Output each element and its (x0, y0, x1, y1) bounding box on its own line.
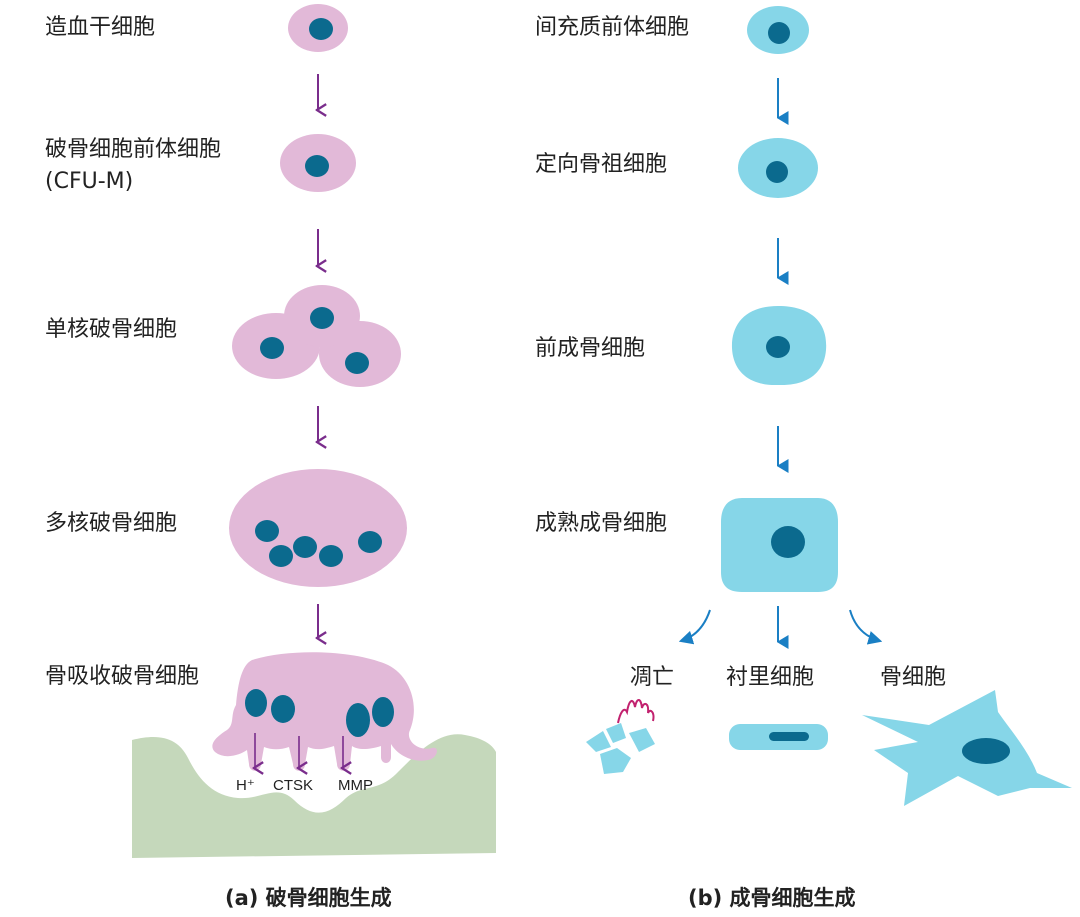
caption-right: (b) 成骨细胞生成 (688, 886, 856, 910)
resorbing-nucleus (372, 697, 394, 727)
lining-cell (729, 724, 828, 750)
resorbing-nucleus (271, 695, 295, 723)
fate-label-lining-cell: 衬里细胞 (726, 665, 814, 690)
arrow-to-osteocyte (849, 609, 883, 645)
secretion-label-ctsk: CTSK (273, 777, 313, 794)
stage-label-cfu-m: (CFU-M) (45, 169, 133, 194)
stage-label-hematopoietic-stem-cell: 造血干细胞 (45, 15, 155, 40)
stage-label-mononuclear-osteoclast: 单核破骨细胞 (45, 317, 177, 342)
stage-label-mature-osteoblast: 成熟成骨细胞 (535, 511, 667, 536)
stage-label-preosteoblast: 前成骨细胞 (535, 336, 645, 361)
secretion-label-mmp: MMP (338, 777, 373, 794)
resorbing-nucleus (245, 689, 267, 717)
osteocyte-cell (862, 690, 1072, 806)
multinuclear-osteoclast-cell (229, 469, 407, 587)
stage-label-osteoclast-precursor: 破骨细胞前体细胞 (45, 137, 221, 162)
secretion-label-h: H⁺ (236, 777, 255, 794)
preosteoblast-cell (731, 306, 827, 386)
osteoprogenitor-cell (738, 138, 818, 198)
arrow-to-apoptosis (678, 609, 711, 645)
stage-label-mesenchymal-precursor: 间充质前体细胞 (535, 15, 689, 40)
hematopoietic-stem-cell (288, 4, 348, 52)
caption-left: (a) 破骨细胞生成 (225, 886, 392, 910)
mesenchymal-precursor-cell (747, 6, 809, 54)
resorbing-osteoclast-cell (212, 652, 437, 771)
fate-label-apoptosis: 凋亡 (630, 665, 674, 690)
fate-label-osteocyte: 骨细胞 (880, 665, 946, 690)
mature-osteoblast-cell (721, 498, 838, 592)
stage-label-resorbing-osteoclast: 骨吸收破骨细胞 (45, 664, 199, 689)
stage-label-multinuclear-osteoclast: 多核破骨细胞 (45, 511, 177, 536)
bone-matrix (132, 734, 496, 858)
apoptotic-cell-fragments (586, 699, 655, 774)
osteoclast-precursor-cell (280, 134, 356, 192)
stage-label-osteoprogenitor: 定向骨祖细胞 (535, 152, 667, 177)
mononuclear-osteoclast-cells (232, 285, 401, 387)
resorbing-nucleus (346, 703, 370, 737)
